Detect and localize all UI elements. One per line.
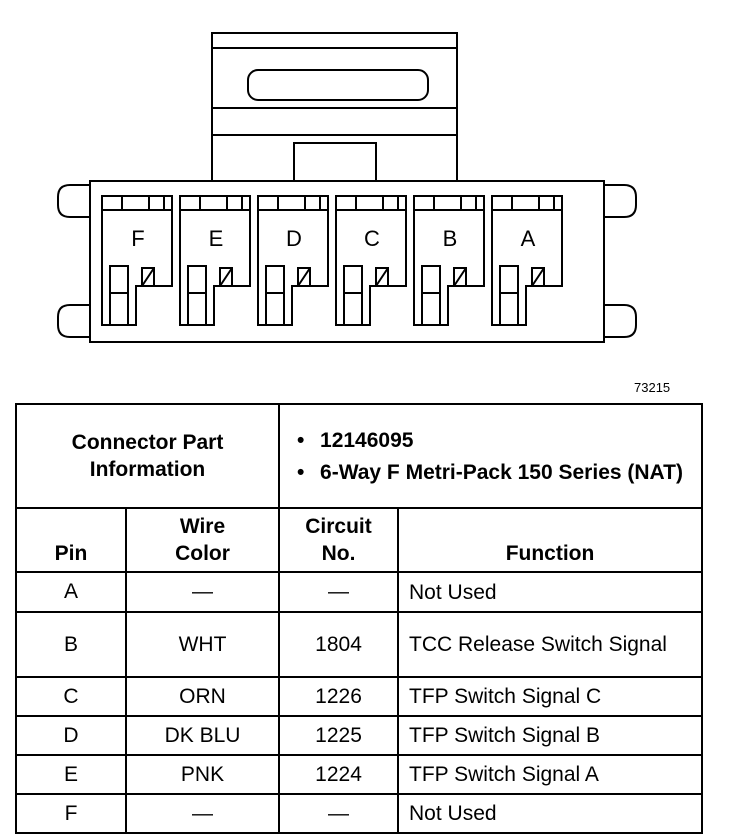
circuit-cell: 1225 xyxy=(278,715,400,756)
part-number: 12146095 xyxy=(320,429,414,452)
function-cell: TCC Release Switch Signal xyxy=(397,611,704,678)
pin-cell: D xyxy=(15,715,127,756)
circuit-cell: 1226 xyxy=(278,676,400,717)
left-ear-bottom xyxy=(57,304,90,338)
connector-type-item: •6-Way F Metri-Pack 150 Series (NAT) xyxy=(297,461,683,484)
right-ear-bottom xyxy=(604,304,637,338)
wire-color-cell: PNK xyxy=(124,754,281,795)
pin-cell: F xyxy=(15,793,127,834)
function-cell: Not Used xyxy=(397,793,704,834)
wire-color-cell: ORN xyxy=(124,676,281,717)
left-ear-top xyxy=(57,184,90,218)
cavity-a: A xyxy=(491,195,563,326)
cavity-d: D xyxy=(257,195,329,326)
cavity-b: B xyxy=(413,195,485,326)
pin-cell: B xyxy=(15,611,127,678)
function-text: TCC Release Switch Signal xyxy=(409,633,667,656)
table-row: D DK BLU 1225 TFP Switch Signal B xyxy=(15,715,704,756)
header-function: Function xyxy=(397,507,704,573)
wire-color-cell: WHT xyxy=(124,611,281,678)
cavity-label: B xyxy=(443,226,458,251)
pin-cell: E xyxy=(15,754,127,795)
part-number-item: •12146095 xyxy=(297,429,414,452)
cavity-label: F xyxy=(131,226,144,251)
header-wire-color-text: Wire Color xyxy=(175,515,230,565)
cavity-e: E xyxy=(179,195,251,326)
right-ear-top xyxy=(604,184,637,218)
cavity-f: F xyxy=(101,195,173,326)
part-info-list: •12146095 •6-Way F Metri-Pack 150 Series… xyxy=(278,403,704,509)
figure-id: 73215 xyxy=(634,380,671,395)
wire-color-cell: — xyxy=(124,571,281,613)
circuit-cell: — xyxy=(278,793,400,834)
part-info-row: Connector Part Information •12146095 •6-… xyxy=(14,403,704,509)
pin-cell: A xyxy=(15,571,127,613)
connector-table: Connector Part Information •12146095 •6-… xyxy=(14,403,704,834)
table-row: E PNK 1224 TFP Switch Signal A xyxy=(15,754,704,795)
cavity-label: C xyxy=(364,226,380,251)
table-row: F — — Not Used xyxy=(15,793,704,834)
cavity-label: A xyxy=(521,226,536,251)
cavity-c: C xyxy=(335,195,407,326)
header-circuit-no: Circuit No. xyxy=(278,507,400,573)
table-row: A — — Not Used xyxy=(15,571,704,613)
connector-body xyxy=(89,180,605,343)
function-cell: TFP Switch Signal C xyxy=(397,676,704,717)
latch-slot xyxy=(247,69,429,101)
circuit-cell: 1804 xyxy=(278,611,400,678)
part-info-label: Connector Part Information xyxy=(14,403,281,509)
function-cell: TFP Switch Signal A xyxy=(397,754,704,795)
column-header-row: Pin Wire Color Circuit No. Function xyxy=(15,507,704,573)
pin-cell: C xyxy=(15,676,127,717)
connector-type: 6-Way F Metri-Pack 150 Series (NAT) xyxy=(320,461,683,484)
table-row: B WHT 1804 TCC Release Switch Signal xyxy=(15,611,704,678)
cavity-label: E xyxy=(209,226,224,251)
header-pin: Pin xyxy=(15,507,127,573)
wire-color-cell: DK BLU xyxy=(124,715,281,756)
circuit-cell: — xyxy=(278,571,400,613)
header-circuit-no-text: Circuit No. xyxy=(305,515,372,565)
function-cell: TFP Switch Signal B xyxy=(397,715,704,756)
circuit-cell: 1224 xyxy=(278,754,400,795)
table-row: C ORN 1226 TFP Switch Signal C xyxy=(15,676,704,717)
cavity-label: D xyxy=(286,226,302,251)
wire-color-cell: — xyxy=(124,793,281,834)
function-cell: Not Used xyxy=(397,571,704,613)
header-wire-color: Wire Color xyxy=(124,507,281,573)
